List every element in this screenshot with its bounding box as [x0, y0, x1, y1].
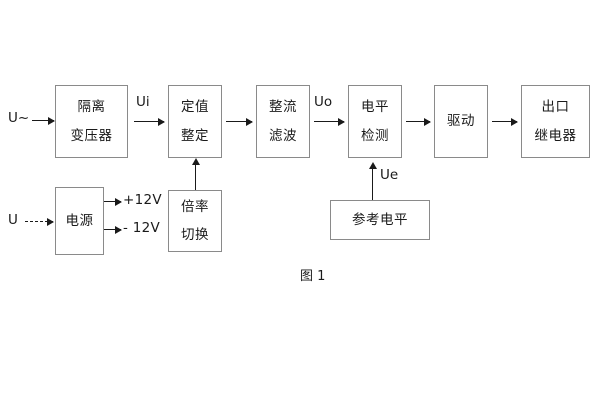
arrow-isolation-transformer-to-setting-value: [134, 117, 165, 126]
block-output-relay-line1: 出口: [541, 99, 570, 116]
arrow-setting-value-to-rectify-filter: [226, 117, 253, 126]
block-power-supply-line1: 电源: [65, 212, 94, 229]
signal-label-ue: Ue: [380, 167, 399, 183]
input-label-dc: U: [8, 212, 18, 228]
block-level-detect-line1: 电平: [361, 99, 389, 116]
arrow-power-supply-negative-rail: [104, 225, 122, 234]
rail-label-positive: +12V: [123, 192, 162, 208]
block-setting-value: 定值 整定: [168, 85, 222, 158]
lead-dc-input-to-power-supply: [25, 218, 54, 226]
block-level-detect-line2: 检测: [361, 127, 389, 144]
arrow-drive-to-output-relay: [492, 117, 518, 126]
block-rectify-filter-line2: 滤波: [269, 127, 297, 144]
block-level-detect: 电平 检测: [348, 85, 402, 158]
signal-label-ui: Ui: [136, 94, 150, 110]
figure-caption: 图 1: [300, 269, 326, 284]
block-reference-level-line1: 参考电平: [352, 211, 408, 228]
arrow-rectify-filter-to-level-detect: [314, 117, 345, 126]
block-reference-level: 参考电平: [330, 200, 430, 240]
arrow-power-supply-positive-rail: [104, 197, 122, 206]
block-multiplier-switch-line1: 倍率: [181, 198, 209, 215]
arrow-level-detect-to-drive: [406, 117, 431, 126]
block-output-relay-line2: 继电器: [534, 127, 577, 144]
block-rectify-filter: 整流 滤波: [256, 85, 310, 158]
arrow-ac-input-to-isolation-transformer: [32, 116, 55, 125]
block-multiplier-switch-line2: 切换: [181, 227, 209, 243]
arrow-multiplier-switch-to-setting-value: [191, 158, 200, 190]
block-power-supply: 电源: [55, 187, 104, 255]
block-isolation-transformer-line1: 隔离: [77, 99, 106, 116]
arrow-reference-level-to-level-detect: [368, 162, 377, 200]
block-setting-value-line2: 整定: [181, 127, 209, 144]
signal-label-uo: Uo: [314, 94, 333, 110]
block-output-relay: 出口 继电器: [521, 85, 590, 158]
block-multiplier-switch: 倍率 切换: [168, 190, 222, 252]
block-drive: 驱动: [434, 85, 488, 158]
rail-label-negative: - 12V: [123, 220, 161, 236]
block-isolation-transformer: 隔离 变压器: [55, 85, 128, 158]
block-setting-value-line1: 定值: [181, 99, 209, 116]
block-drive-line1: 驱动: [447, 113, 475, 130]
input-label-ac: U~: [8, 110, 30, 126]
block-isolation-transformer-line2: 变压器: [70, 127, 113, 144]
block-rectify-filter-line1: 整流: [269, 99, 297, 116]
